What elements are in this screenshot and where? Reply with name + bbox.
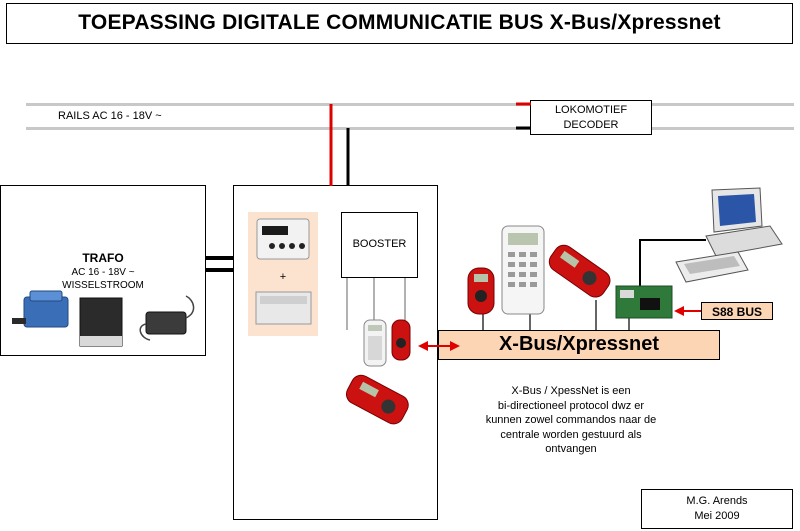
rail-bottom xyxy=(26,127,794,130)
booster-label: BOOSTER xyxy=(352,238,407,250)
rail-top xyxy=(26,103,794,106)
decoder-line1: LOKOMOTIEF xyxy=(554,104,628,116)
page-title: TOEPASSING DIGITALE COMMUNICATIE BUS X-B… xyxy=(78,11,721,34)
multimouse-icon xyxy=(391,319,411,361)
decoder-box: LOKOMOTIEF DECODER xyxy=(530,100,652,135)
transformer-icon xyxy=(12,290,69,328)
description-line: ontvangen xyxy=(545,443,597,455)
power-plug-icon xyxy=(139,295,195,341)
s88-arrow-head xyxy=(674,306,684,316)
lenz-central-icon xyxy=(256,218,310,260)
xbus-bar: X-Bus/Xpressnet xyxy=(438,330,720,360)
xbus-arrow-left xyxy=(418,341,428,351)
description-line: X-Bus / XpessNet is een xyxy=(511,385,631,397)
handheld-controller-icon xyxy=(548,244,611,298)
xbus-label: X-Bus/Xpressnet xyxy=(498,333,660,355)
trafo-line2: WISSELSTROOM xyxy=(62,280,144,291)
description: X-Bus / XpessNet is een bi-directioneel … xyxy=(466,384,676,457)
description-line: kunnen zowel commandos naar de xyxy=(485,414,657,426)
title-box: TOEPASSING DIGITALE COMMUNICATIE BUS X-B… xyxy=(6,3,793,44)
rails-label: RAILS AC 16 - 18V ~ xyxy=(58,110,162,122)
trafo-title: TRAFO xyxy=(82,251,124,265)
signature-name: M.G. Arends xyxy=(686,495,748,507)
multimouse-icon xyxy=(467,267,495,315)
xbus-arrow-right xyxy=(450,341,460,351)
booster-box: BOOSTER xyxy=(341,212,418,278)
lh100-controller-icon xyxy=(501,225,545,315)
decoder-line2: DECODER xyxy=(563,119,619,131)
computer-icon xyxy=(675,187,783,283)
power-supply-icon xyxy=(79,297,123,347)
booster-module-icon xyxy=(255,291,312,325)
trafo-line1: AC 16 - 18V ~ xyxy=(71,267,135,278)
s88-label: S88 BUS xyxy=(711,305,763,319)
s88-module-icon xyxy=(615,285,673,319)
signature-box: M.G. Arends Mei 2009 xyxy=(641,489,793,529)
central-plus: + xyxy=(279,271,287,283)
signature-date: Mei 2009 xyxy=(694,510,740,522)
computer-link xyxy=(639,239,706,286)
s88-label-box: S88 BUS xyxy=(701,302,773,320)
description-line: centrale worden gestuurd als xyxy=(500,428,642,441)
description-line: bi-directioneel protocol dwz er xyxy=(497,399,645,412)
handheld-white-icon xyxy=(363,319,387,367)
handheld-controller-icon xyxy=(345,374,409,425)
